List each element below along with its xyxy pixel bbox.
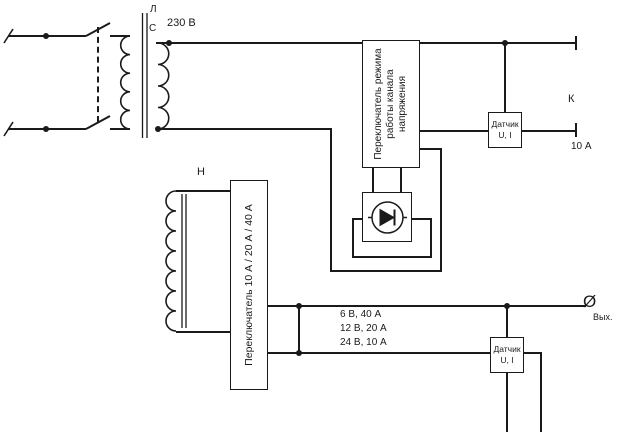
junction-dot: [155, 126, 161, 132]
junction-dot: [43, 33, 49, 39]
wire: [176, 190, 230, 192]
wire: [298, 305, 300, 354]
wire: [522, 130, 577, 132]
wire: [110, 35, 130, 37]
sensor-bottom-box: Датчик U, I: [490, 337, 524, 373]
terminal-tick: [575, 36, 577, 50]
k-terminal-label: К: [568, 93, 575, 105]
transformer-secondary-label: С: [149, 23, 157, 34]
winding-h-coil-icon: [165, 190, 177, 332]
wire: [156, 128, 332, 130]
wire: [352, 218, 354, 258]
mode-switch-label: Переключатель режима работы канала напря…: [373, 48, 408, 160]
output-option-2: 12 В, 20 А: [340, 323, 387, 334]
wire: [352, 256, 432, 258]
junction-dot: [296, 350, 302, 356]
wire: [524, 352, 542, 354]
winding-h-symbol: [165, 190, 187, 332]
wire: [420, 130, 488, 132]
wire: [540, 352, 542, 432]
switch-link-dashed: [97, 27, 99, 122]
output-terminal-icon: Ø: [583, 292, 597, 311]
secondary-winding-icon: [157, 42, 170, 130]
wire: [330, 270, 442, 272]
transformer-primary-label: Л: [150, 4, 157, 15]
wire: [330, 128, 332, 272]
junction-dot: [502, 40, 508, 46]
wire: [268, 305, 586, 307]
primary-winding-icon: [119, 35, 131, 130]
wire-break-marks: [3, 28, 14, 137]
wire: [440, 148, 442, 272]
junction-dot: [296, 303, 302, 309]
wire: [504, 42, 506, 112]
winding-h-label: Н: [197, 166, 205, 178]
wire: [372, 168, 374, 192]
output-name-label: Вых.: [593, 312, 613, 322]
wire: [412, 218, 432, 220]
junction-dot: [504, 303, 510, 309]
transformer-symbol: [119, 13, 170, 138]
mode-switch-box: Переключатель режима работы канала напря…: [362, 40, 420, 168]
current-switch-box: Переключатель 10 А / 20 А / 40 А: [230, 180, 268, 390]
sensor-bottom-title: Датчик: [493, 344, 521, 355]
wire: [268, 352, 490, 354]
output-option-1: 6 В, 40 А: [340, 309, 382, 320]
sensor-bottom-subtitle: U, I: [500, 355, 514, 365]
wire: [352, 218, 362, 220]
rectifier-box: [362, 192, 412, 242]
wire: [400, 168, 402, 192]
mains-voltage-label: 230 В: [167, 17, 196, 29]
diode-rectifier-icon: [367, 200, 407, 234]
sensor-top-subtitle: U, I: [498, 130, 512, 140]
current-switch-label: Переключатель 10 А / 20 А / 40 А: [243, 204, 256, 366]
wire: [176, 331, 230, 333]
junction-dot: [43, 126, 49, 132]
sensor-top-title: Датчик: [491, 119, 519, 130]
wire: [430, 218, 432, 258]
wire: [506, 373, 508, 432]
k-current-label: 10 А: [571, 141, 592, 152]
wire: [110, 128, 130, 130]
wire: [506, 305, 508, 337]
terminal-tick: [575, 123, 577, 137]
junction-dot: [166, 40, 172, 46]
sensor-top-box: Датчик U, I: [488, 112, 522, 148]
output-option-3: 24 В, 10 А: [340, 337, 387, 348]
wire: [420, 148, 442, 150]
